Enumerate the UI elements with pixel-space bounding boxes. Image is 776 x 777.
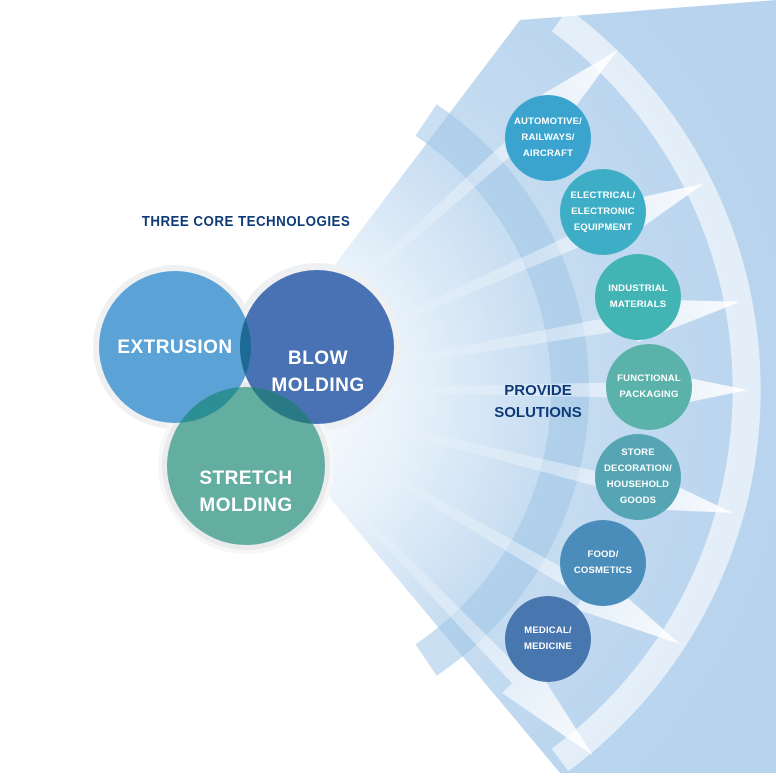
application-automotive: AUTOMOTIVE/ RAILWAYS/ AIRCRAFT xyxy=(505,95,591,181)
radiating-arrows xyxy=(224,33,748,771)
application-store: STORE DECORATION/ HOUSEHOLD GOODS xyxy=(595,434,681,520)
blow-molding-label: BLOW MOLDING xyxy=(258,318,378,399)
application-electrical: ELECTRICAL/ ELECTRONIC EQUIPMENT xyxy=(560,169,646,255)
application-food: FOOD/ COSMETICS xyxy=(560,520,646,606)
application-industrial-label: INDUSTRIAL MATERIALS xyxy=(608,283,668,310)
application-industrial: INDUSTRIAL MATERIALS xyxy=(595,254,681,340)
heading-three-core-technologies: THREE CORE TECHNOLOGIES xyxy=(141,214,351,230)
provide-solutions-text: PROVIDE SOLUTIONS xyxy=(494,382,582,421)
blow-molding-label-text: BLOW MOLDING xyxy=(271,348,365,396)
extrusion-circle xyxy=(99,271,251,423)
application-functional-label: FUNCTIONAL PACKAGING xyxy=(617,373,681,400)
extrusion-label: EXTRUSION xyxy=(115,334,235,361)
application-food-label: FOOD/ COSMETICS xyxy=(573,549,633,576)
application-automotive-label: AUTOMOTIVE/ RAILWAYS/ AIRCRAFT xyxy=(514,116,582,159)
application-medical-label: MEDICAL/ MEDICINE xyxy=(523,625,573,652)
provide-solutions-label: PROVIDE SOLUTIONS xyxy=(488,358,588,424)
stretch-molding-label-text: STRETCH MOLDING xyxy=(199,468,293,516)
application-medical: MEDICAL/ MEDICINE xyxy=(505,596,591,682)
application-electrical-label: ELECTRICAL/ ELECTRONIC EQUIPMENT xyxy=(570,190,636,233)
core-technologies-venn xyxy=(93,263,401,554)
stretch-molding-label: STRETCH MOLDING xyxy=(186,438,306,519)
application-store-label: STORE DECORATION/ HOUSEHOLD GOODS xyxy=(604,447,672,506)
extrusion-label-text: EXTRUSION xyxy=(117,337,233,358)
application-functional: FUNCTIONAL PACKAGING xyxy=(606,344,692,430)
stretch-molding-circle xyxy=(167,387,325,545)
blow-molding-circle xyxy=(240,270,394,424)
